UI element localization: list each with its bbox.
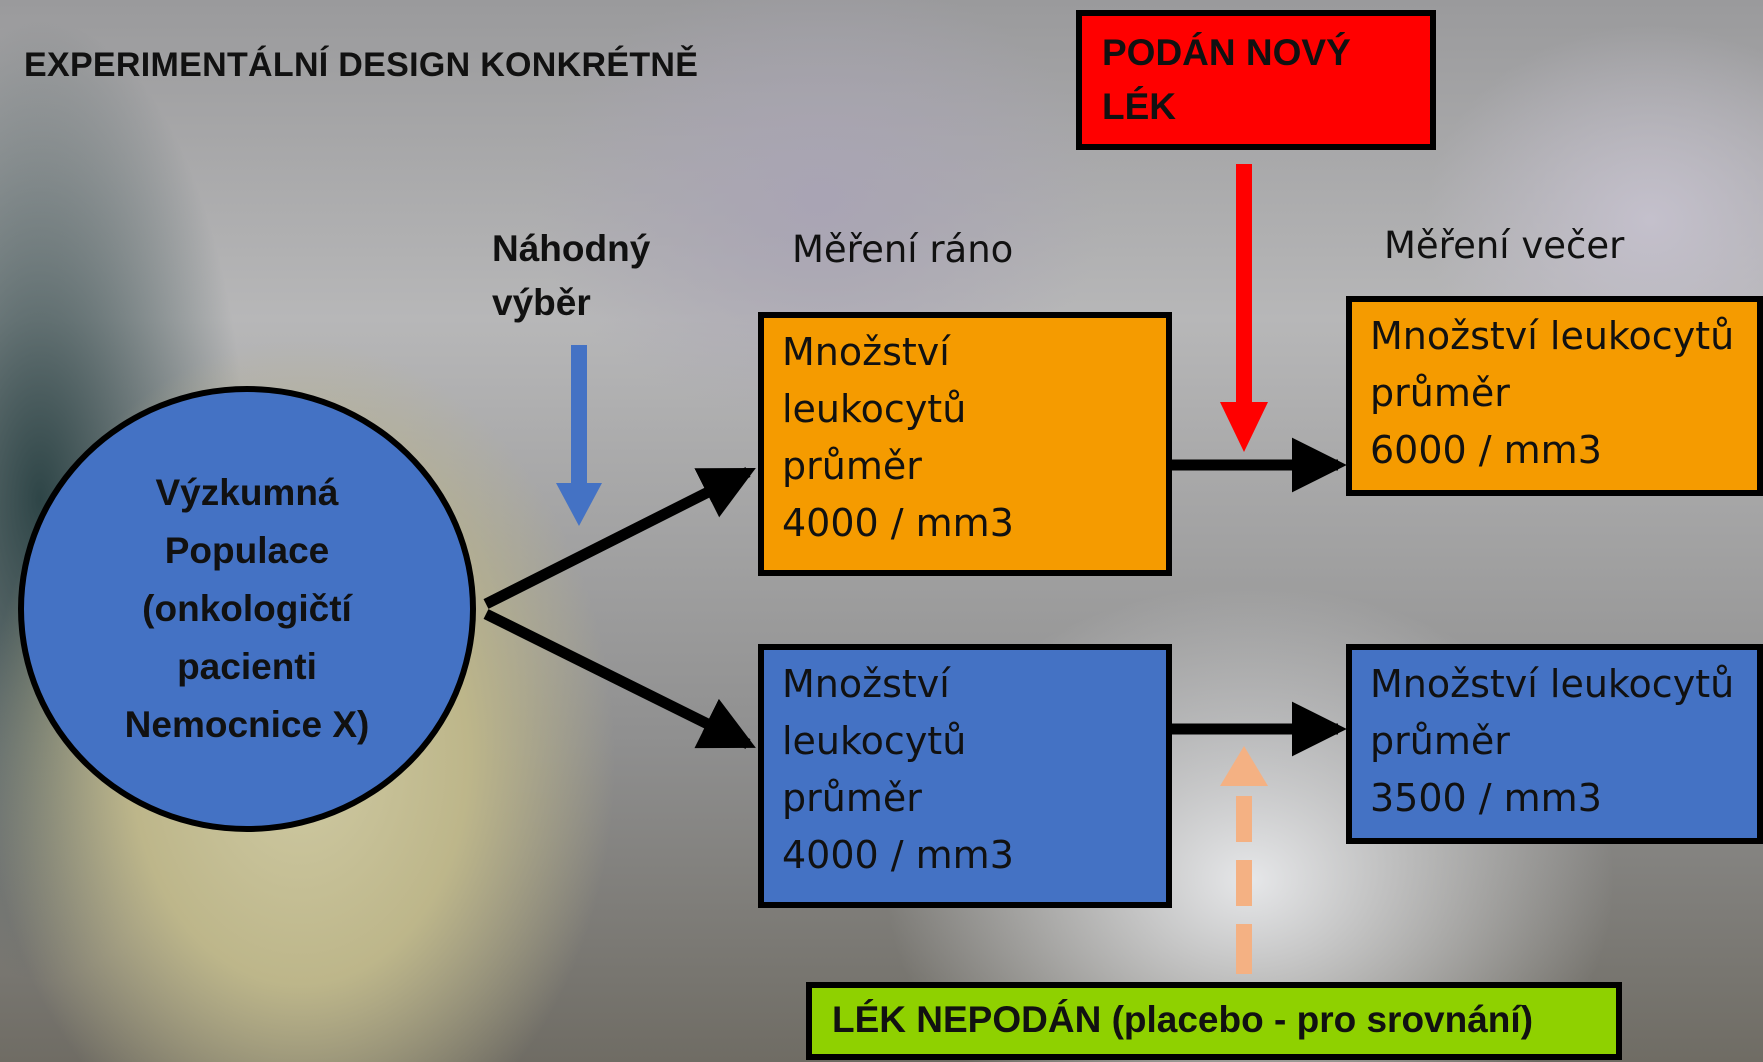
- arrow-to-placebo-group: [483, 609, 756, 749]
- box-line: 4000 / mm3: [782, 501, 1014, 545]
- treated-morning-box: Množství leukocytů průměr 4000 / mm3: [758, 312, 1172, 576]
- page-title: EXPERIMENTÁLNÍ DESIGN KONKRÉTNĚ: [24, 46, 699, 84]
- treated-evening-box: Množství leukocytů průměr 6000 / mm3: [1346, 296, 1763, 496]
- random-selection-arrow-head: [556, 483, 602, 526]
- population-line: Populace: [164, 530, 330, 571]
- population-line: Nemocnice X): [124, 704, 370, 745]
- box-line: 6000 / mm3: [1370, 428, 1602, 472]
- population-line: (onkologičtí: [142, 588, 352, 629]
- placebo-evening-box: Množství leukocytů průměr 3500 / mm3: [1346, 644, 1763, 844]
- arrow-to-treated-group: [483, 467, 756, 609]
- box-line: Množství: [782, 330, 950, 374]
- box-line: průměr: [782, 444, 922, 488]
- morning-measurement-label: Měření ráno: [792, 228, 1014, 271]
- box-line: Množství: [782, 662, 950, 706]
- box-line: leukocytů: [782, 387, 967, 431]
- placebo-arrow-dash: [1236, 796, 1252, 842]
- random-selection-line: Náhodný: [492, 228, 651, 269]
- box-line: průměr: [782, 776, 922, 820]
- box-line: Množství leukocytů: [1370, 314, 1735, 358]
- box-line: průměr: [1370, 371, 1510, 415]
- random-selection-label: Náhodný výběr: [492, 222, 650, 330]
- random-selection-line: výběr: [492, 282, 591, 323]
- drug-given-arrow-head: [1220, 402, 1268, 452]
- placebo-arrow-dash: [1236, 924, 1252, 974]
- random-selection-arrow-shaft: [571, 345, 587, 485]
- placebo-arrow-dash: [1236, 860, 1252, 906]
- box-line: 4000 / mm3: [782, 833, 1014, 877]
- box-line: 3500 / mm3: [1370, 776, 1602, 820]
- placebo-arrow-head: [1220, 746, 1268, 786]
- drug-not-given-box: LÉK NEPODÁN (placebo - pro srovnání): [806, 982, 1622, 1060]
- box-line: průměr: [1370, 719, 1510, 763]
- drug-given-arrow-shaft: [1236, 164, 1252, 404]
- drug-given-box: PODÁN NOVÝ LÉK: [1076, 10, 1436, 150]
- drug-given-line: PODÁN NOVÝ: [1102, 32, 1351, 73]
- evening-measurement-label: Měření večer: [1384, 224, 1625, 267]
- population-circle: Výzkumná Populace (onkologičtí pacienti …: [18, 386, 476, 832]
- drug-given-line: LÉK: [1102, 86, 1176, 127]
- placebo-morning-box: Množství leukocytů průměr 4000 / mm3: [758, 644, 1172, 908]
- box-line: leukocytů: [782, 719, 967, 763]
- population-line: pacienti: [177, 646, 317, 687]
- population-line: Výzkumná: [155, 472, 339, 513]
- box-line: Množství leukocytů: [1370, 662, 1735, 706]
